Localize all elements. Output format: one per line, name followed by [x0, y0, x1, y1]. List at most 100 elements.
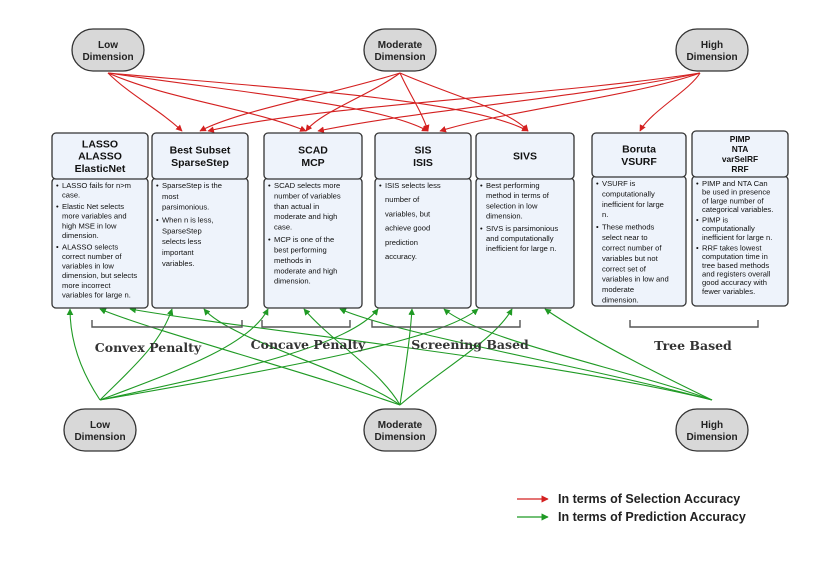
bullet-dot: • — [480, 181, 483, 190]
method-title: ElasticNet — [75, 163, 126, 175]
selection-arrow — [199, 72, 401, 132]
bullet-text: SIVS is parsimonious — [486, 224, 558, 233]
bullet-text: categorical variables. — [702, 205, 773, 214]
bullet-text: number of variables — [274, 191, 341, 200]
bullet-text: case. — [274, 223, 292, 232]
bullet-text: variables but not — [602, 254, 659, 263]
bullet-text: good accuracy with — [702, 278, 767, 287]
bullet-dot: • — [156, 216, 159, 225]
dimension-label: Dimension — [82, 52, 133, 63]
prediction-arrow — [399, 308, 513, 406]
bullet-dot: • — [696, 216, 699, 225]
bullet-text: Best performing — [486, 181, 540, 190]
top-dimensions: LowDimensionModerateDimensionHighDimensi… — [71, 28, 749, 72]
method-title: SIS — [415, 144, 432, 156]
bullet-text: select near to — [602, 233, 648, 242]
method-header — [151, 132, 249, 180]
method-header — [374, 132, 472, 180]
bullet-dot: • — [268, 181, 271, 190]
selection-arrow — [317, 72, 701, 134]
method-header — [591, 132, 687, 178]
dimension-pill-shape — [63, 408, 137, 452]
method-title: PIMP — [730, 134, 751, 144]
bracket-concave — [261, 320, 351, 328]
bullet-text: moderate and high — [274, 212, 337, 221]
bullet-text: dimension. — [486, 212, 523, 221]
bullet-text: prediction — [385, 238, 418, 247]
bullet-text: variables, but — [385, 209, 431, 218]
bullet-dot: • — [56, 202, 59, 211]
method-header — [691, 130, 789, 178]
selection-arrow — [305, 72, 401, 132]
dimension-label: Dimension — [686, 52, 737, 63]
bullet-text: dimension. — [62, 231, 99, 240]
bullet-text: more variables and — [62, 212, 127, 221]
bullet-text: inefficient for large n. — [702, 233, 772, 242]
selection-arrow — [399, 72, 529, 132]
prediction-arrow — [99, 308, 479, 401]
method-title: VSURF — [621, 156, 657, 168]
prediction-arrows — [66, 306, 713, 406]
legend: In terms of Selection Accuracy In terms … — [517, 492, 746, 524]
bullet-text: variables in low — [62, 262, 114, 271]
dimension-label: Dimension — [74, 432, 125, 443]
legend-prediction-label: In terms of Prediction Accuracy — [558, 510, 746, 524]
method-header — [51, 132, 149, 180]
method-title: MCP — [301, 157, 324, 169]
dimension-label: Dimension — [374, 52, 425, 63]
bullet-text: more incorrect — [62, 281, 111, 290]
bullet-text: PIMP and NTA Can — [702, 179, 768, 188]
bullet-text: These methods — [602, 223, 655, 232]
bullet-text: parsimonious. — [162, 203, 209, 212]
bullet-text: moderate — [602, 285, 634, 294]
bullet-text: number of — [385, 195, 420, 204]
selection-arrow — [107, 72, 429, 132]
selection-arrows — [107, 72, 701, 134]
bullet-dot: • — [696, 179, 699, 188]
bullet-text: of large number of — [702, 196, 765, 205]
bullet-text: variables for large n. — [62, 290, 131, 299]
bullet-dot: • — [156, 181, 159, 190]
prediction-arrow — [99, 308, 174, 401]
bullet-text: variables. — [162, 259, 195, 268]
bullet-text: LASSO fails for n>m — [62, 181, 131, 190]
prediction-arrow — [303, 308, 401, 406]
bullet-text: ISIS selects less — [385, 181, 441, 190]
bullet-text: tree based methods — [702, 261, 769, 270]
bullet-text: fewer variables. — [702, 287, 755, 296]
dimension-pill-shape — [71, 28, 145, 72]
bullet-text: than actual in — [274, 202, 319, 211]
bullet-text: SparseStep is the — [162, 181, 222, 190]
group-label-screening: Screening Based — [411, 337, 529, 352]
bullet-text: dimension. — [274, 277, 311, 286]
bracket-tree — [629, 320, 759, 328]
bullet-dot: • — [696, 243, 699, 252]
bullet-text: RRF takes lowest — [702, 243, 762, 252]
bullet-text: case. — [62, 191, 80, 200]
legend-selection-label: In terms of Selection Accuracy — [558, 492, 740, 506]
prediction-arrow — [544, 308, 713, 401]
bullet-text: correct set of — [602, 264, 647, 273]
prediction-arrow — [99, 308, 269, 401]
bullet-text: Elastic Net selects — [62, 202, 124, 211]
bullet-dot: • — [56, 181, 59, 190]
bullet-text: correct number of — [62, 252, 122, 261]
dimension-label: Dimension — [374, 432, 425, 443]
selection-arrow — [107, 72, 183, 132]
bracket-convex — [91, 320, 243, 328]
bullet-text: variables in low and — [602, 275, 669, 284]
method-title: Boruta — [622, 143, 656, 155]
dimension-label: Low — [90, 420, 110, 431]
prediction-arrow — [443, 308, 713, 401]
bullet-dot: • — [596, 223, 599, 232]
bullet-text: When n is less, — [162, 216, 214, 225]
bullet-text: SCAD selects more — [274, 181, 340, 190]
bullet-text: VSURF is — [602, 179, 636, 188]
